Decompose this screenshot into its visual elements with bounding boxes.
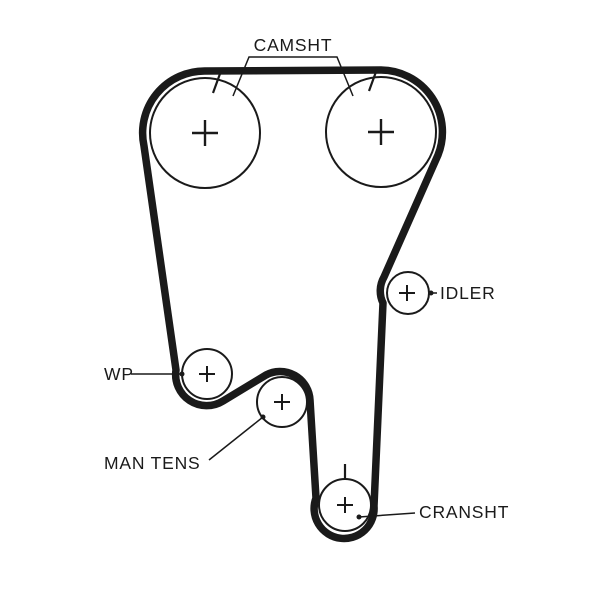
manual-tensioner-label: MAN TENS — [104, 453, 201, 473]
timing-belt-path — [138, 66, 447, 543]
camshaft-label: CAMSHT — [254, 35, 333, 55]
camshaft-left-pulley — [149, 77, 261, 189]
camshaft-right-timing-mark — [367, 68, 379, 92]
manual-tensioner-center-mark — [274, 394, 290, 410]
camshaft-bracket-line — [232, 56, 354, 97]
water-pump-label: WP — [104, 364, 134, 384]
camshaft-left-center-mark — [192, 120, 218, 146]
crankshaft-center-mark — [337, 497, 353, 513]
crankshaft-label: CRANSHT — [419, 502, 509, 522]
crankshaft-leader-line — [358, 512, 416, 518]
idler-center-mark — [399, 285, 415, 301]
water-pump-center-mark — [199, 366, 215, 382]
camshaft-right-center-mark — [368, 119, 394, 145]
manual-tensioner-pulley — [256, 376, 308, 428]
idler-label: IDLER — [440, 283, 496, 303]
camshaft-right-pulley — [325, 76, 437, 188]
manual-tensioner-leader-line — [208, 416, 264, 461]
camshaft-left-timing-mark — [211, 70, 223, 94]
